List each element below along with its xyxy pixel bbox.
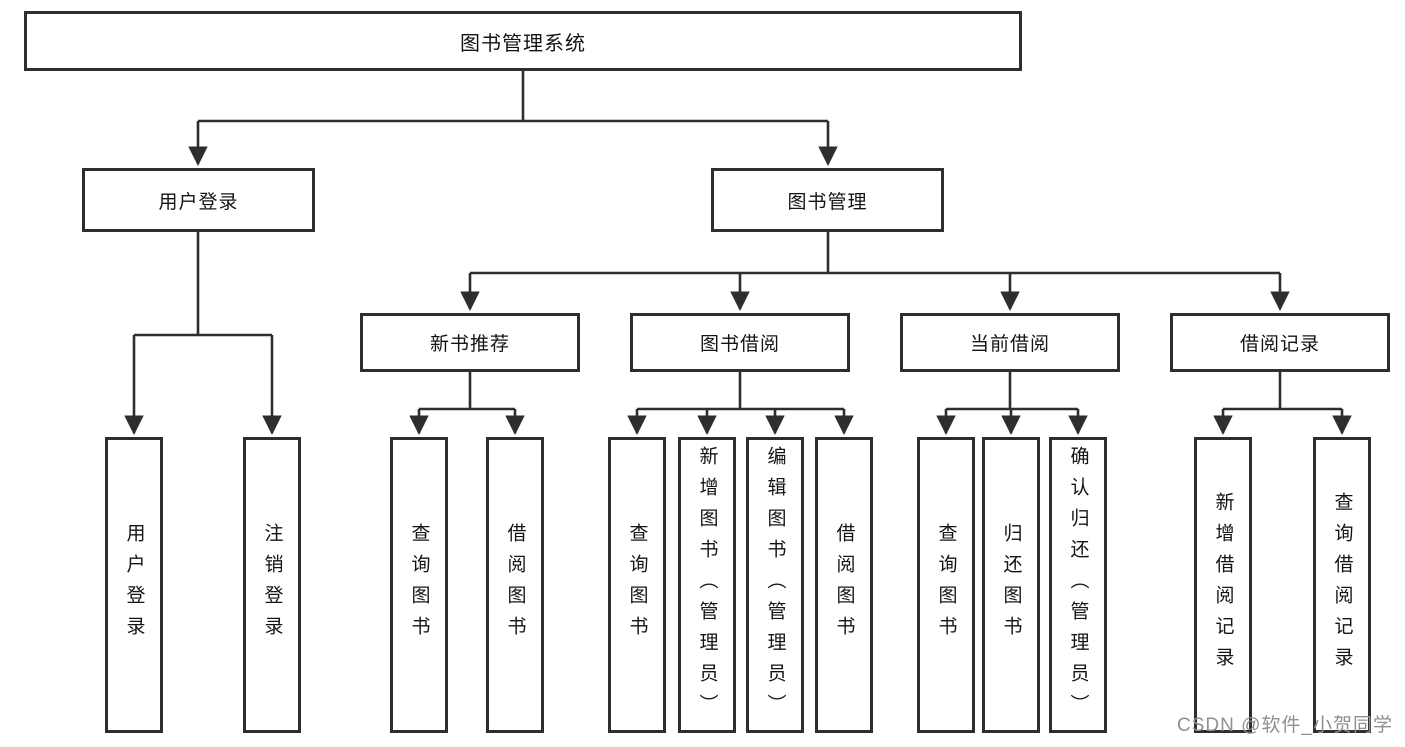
- connector-current-borrow-trunk: [946, 372, 1078, 411]
- leaf-bb-add-book-admin-label: 新增图书（管理员）: [696, 445, 718, 725]
- leaf-user-login: 用户登录: [105, 437, 163, 733]
- leaf-bb-query-book: 查询图书: [608, 437, 666, 733]
- node-book-borrowing: 图书借阅: [630, 313, 850, 372]
- connector-user-login-trunk: [134, 232, 272, 337]
- leaf-br-query-record-label: 查询借阅记录: [1331, 492, 1353, 678]
- leaf-cb-return-book-label: 归还图书: [1000, 523, 1022, 647]
- node-book-management-label: 图书管理: [787, 191, 868, 213]
- node-book-borrowing-label: 图书借阅: [699, 334, 780, 355]
- node-borrowing-records: 借阅记录: [1170, 313, 1390, 372]
- node-library-system-label: 图书管理系统: [460, 32, 586, 55]
- node-user-login-branch-label: 用户登录: [158, 191, 239, 213]
- leaf-bb-borrow-book: 借阅图书: [815, 437, 873, 733]
- leaf-cb-query-book-label: 查询图书: [935, 523, 957, 647]
- connector-book-mgmt-trunk: [470, 232, 1280, 275]
- leaf-nb-query-book-label: 查询图书: [408, 523, 430, 647]
- leaf-br-add-record-label: 新增借阅记录: [1212, 492, 1234, 678]
- leaf-bb-query-book-label: 查询图书: [626, 523, 648, 647]
- node-current-borrowing-label: 当前借阅: [969, 334, 1050, 355]
- leaf-bb-add-book-admin: 新增图书（管理员）: [678, 437, 736, 733]
- csdn-watermark: CSDN @软件_小贺同学: [1177, 715, 1393, 736]
- leaf-logout: 注销登录: [243, 437, 301, 733]
- node-new-book-recommend: 新书推荐: [360, 313, 580, 372]
- leaf-user-login-label: 用户登录: [123, 523, 145, 647]
- leaf-cb-query-book: 查询图书: [917, 437, 975, 733]
- leaf-cb-confirm-return-admin: 确认归还（管理员）: [1049, 437, 1107, 733]
- connector-new-books-trunk: [419, 372, 515, 411]
- node-book-management: 图书管理: [711, 168, 944, 232]
- node-borrowing-records-label: 借阅记录: [1239, 334, 1320, 355]
- leaf-bb-edit-book-admin: 编辑图书（管理员）: [746, 437, 804, 733]
- node-current-borrowing: 当前借阅: [900, 313, 1120, 372]
- leaf-cb-confirm-return-admin-label: 确认归还（管理员）: [1067, 445, 1089, 725]
- leaf-bb-edit-book-admin-label: 编辑图书（管理员）: [764, 445, 786, 725]
- leaf-nb-borrow-book: 借阅图书: [486, 437, 544, 733]
- connector-root-trunk: [198, 71, 828, 123]
- leaf-cb-return-book: 归还图书: [982, 437, 1040, 733]
- node-library-system: 图书管理系统: [24, 11, 1022, 71]
- leaf-nb-borrow-book-label: 借阅图书: [504, 523, 526, 647]
- node-user-login-branch: 用户登录: [82, 168, 315, 232]
- connector-borrow-records-trunk: [1223, 372, 1342, 411]
- connector-book-borrow-trunk: [637, 372, 844, 411]
- leaf-bb-borrow-book-label: 借阅图书: [833, 523, 855, 647]
- leaf-nb-query-book: 查询图书: [390, 437, 448, 733]
- node-new-book-recommend-label: 新书推荐: [429, 334, 510, 355]
- leaf-logout-label: 注销登录: [261, 523, 283, 647]
- leaf-br-add-record: 新增借阅记录: [1194, 437, 1252, 733]
- leaf-br-query-record: 查询借阅记录: [1313, 437, 1371, 733]
